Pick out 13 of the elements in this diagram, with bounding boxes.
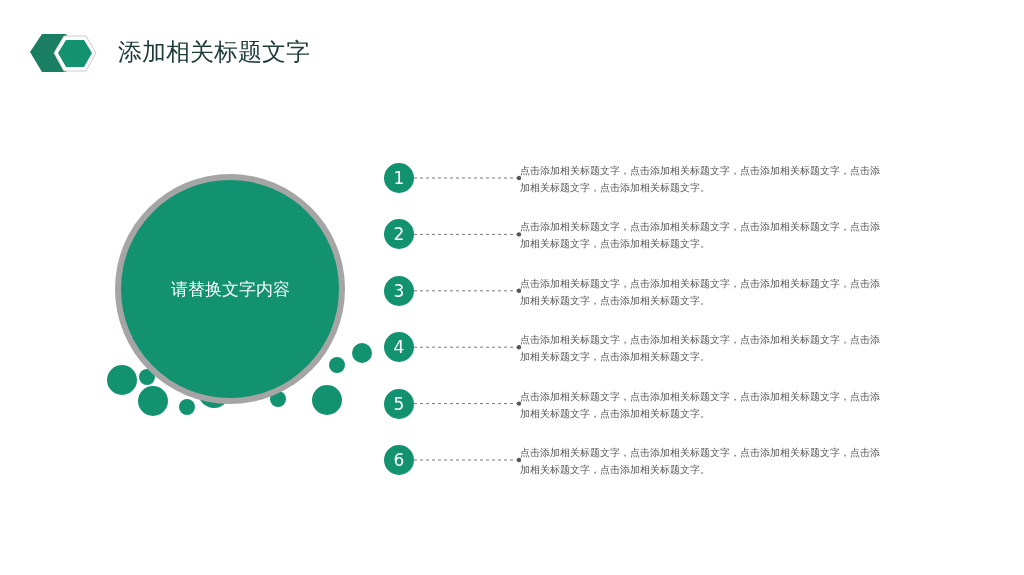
description-text: 点击添加相关标题文字，点击添加相关标题文字，点击添加相关标题文字，点击添加相关标题文字，点击添加相关标题文字。 <box>520 218 880 253</box>
number-circle: 5 <box>384 388 414 419</box>
description-text: 点击添加相关标题文字，点击添加相关标题文字，点击添加相关标题文字，点击添加相关标题文字，点击添加相关标题文字。 <box>520 444 880 478</box>
description-text: 点击添加相关标题文字，点击添加相关标题文字，点击添加相关标题文字，点击添加相关标题文字，点击添加相关标题文字。 <box>520 274 880 309</box>
description-text: 点击添加相关标题文字，点击添加相关标题文字，点击添加相关标题文字，点击添加相关标题文字，点击添加相关标题文字。 <box>520 162 880 196</box>
number-circle: 6 <box>384 445 414 475</box>
description-text: 点击添加相关标题文字，点击添加相关标题文字，点击添加相关标题文字，点击添加相关标题文字，点击添加相关标题文字。 <box>520 387 880 422</box>
description-text: 点击添加相关标题文字，点击添加相关标题文字，点击添加相关标题文字，点击添加相关标题文字，点击添加相关标题文字。 <box>520 331 880 366</box>
number-circle: 4 <box>384 332 414 363</box>
slide-title: 添加相关标题文字 <box>118 37 310 68</box>
number-circle: 3 <box>384 275 414 306</box>
number-circle: 2 <box>384 219 414 250</box>
number-circle: 1 <box>384 163 414 193</box>
